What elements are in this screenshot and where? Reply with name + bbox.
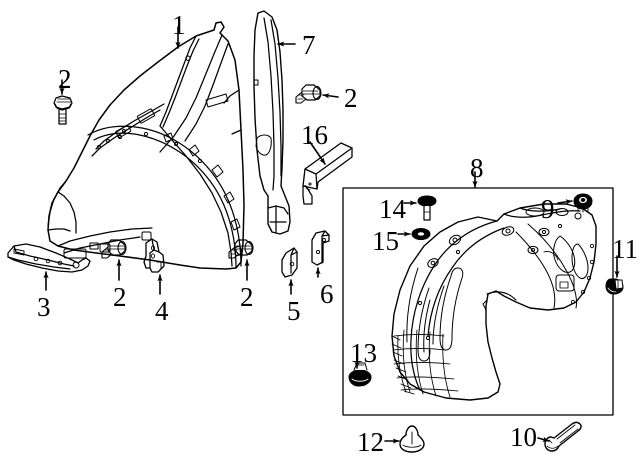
callout-label-8: 8	[470, 153, 484, 183]
part-fender-stay-bracket	[311, 230, 330, 266]
callout-leaders	[43, 26, 620, 444]
part-retainer-nut	[573, 193, 593, 213]
fender-liner-group-box	[342, 187, 614, 416]
callout-label-2c: 2	[113, 282, 127, 312]
part-tapping-screw	[544, 421, 582, 452]
callout-label-6: 6	[320, 279, 334, 309]
callout-label-2b: 2	[344, 83, 358, 113]
part-fender-lower-bracket	[7, 243, 91, 273]
part-front-fender-liner	[391, 203, 597, 401]
part-plug-clip	[399, 425, 425, 453]
part-front-fender-panel	[47, 21, 245, 270]
callout-label-2d: 2	[240, 282, 254, 312]
part-bolt-2b	[295, 84, 322, 104]
callout-label-4: 4	[155, 296, 169, 326]
part-washer-grommet	[411, 228, 431, 240]
part-fender-front-bracket	[143, 238, 165, 273]
part-fender-side-reinforcement	[253, 10, 291, 235]
callout-label-11: 11	[612, 234, 638, 264]
callout-label-5: 5	[287, 296, 301, 326]
callout-label-10: 10	[510, 422, 537, 452]
callout-label-12: 12	[357, 427, 384, 457]
callout-label-14: 14	[379, 194, 406, 224]
callout-label-1: 1	[172, 10, 186, 40]
callout-label-7: 7	[302, 30, 316, 60]
part-bolt-2d	[228, 239, 254, 259]
part-push-pin-clip	[417, 195, 437, 221]
part-bolt-2a	[53, 95, 73, 125]
callout-label-3: 3	[37, 292, 51, 322]
callout-label-16: 16	[301, 120, 328, 150]
part-side-clip	[605, 278, 624, 295]
callout-label-2a: 2	[58, 64, 72, 94]
part-fender-rear-bracket	[281, 247, 298, 278]
part-fender-upper-bracket	[302, 142, 353, 205]
callout-label-15: 15	[372, 226, 399, 256]
part-bolt-2c	[101, 239, 127, 259]
callout-label-9: 9	[541, 194, 555, 224]
callout-label-13: 13	[350, 338, 377, 368]
